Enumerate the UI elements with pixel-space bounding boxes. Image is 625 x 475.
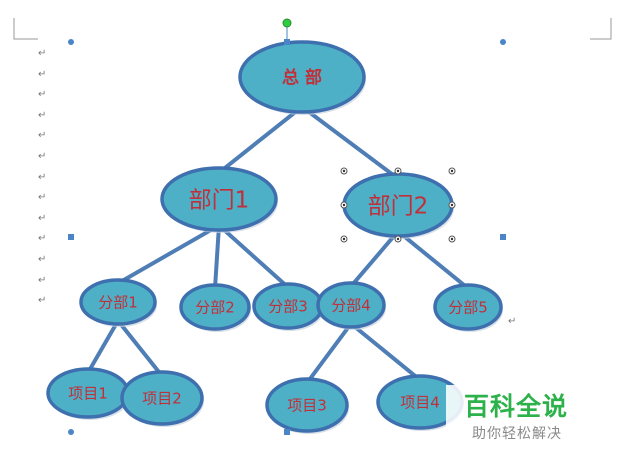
node-xiangmu4[interactable]: 项目4: [376, 374, 464, 431]
paragraph-mark: ↵: [508, 316, 517, 327]
resize-handle-top-left[interactable]: [68, 39, 74, 45]
paragraph-mark: ↵: [38, 295, 47, 307]
node-label: 总 部: [282, 67, 322, 88]
node-label: 分部2: [195, 298, 235, 316]
paragraph-mark: ↵: [38, 212, 47, 224]
selection-handle-dot: [450, 203, 454, 207]
node-label: 项目3: [287, 396, 327, 414]
resize-handle-bottom[interactable]: [284, 429, 290, 435]
edge-bumen1-fenbu3[interactable]: [217, 223, 290, 290]
node-label: 分部4: [331, 296, 371, 314]
watermark-subtitle: 助你轻松解决: [472, 426, 562, 442]
paragraph-mark: ↵: [38, 150, 47, 162]
paragraph-mark: ↵: [38, 192, 47, 204]
node-label: 项目2: [142, 389, 182, 407]
selected-node-handles[interactable]: [340, 167, 456, 243]
node-ellipse[interactable]: [160, 166, 278, 232]
node-label: 项目1: [68, 384, 108, 402]
edge-zongbu-bumen2[interactable]: [300, 104, 400, 181]
node-label: 项目4: [400, 393, 440, 411]
node-zongbu[interactable]: 总 部: [238, 40, 366, 115]
paragraph-mark: ↵: [38, 253, 47, 265]
edge-bumen1-fenbu2[interactable]: [213, 223, 221, 291]
selection-handle-dot: [342, 203, 346, 207]
node-fenbu2[interactable]: 分部2: [179, 283, 251, 332]
node-ellipse[interactable]: [238, 40, 366, 114]
node-fenbu5[interactable]: 分部5: [433, 283, 503, 332]
node-ellipse[interactable]: [433, 283, 503, 331]
paragraph-mark: ↵: [38, 68, 47, 80]
node-xiangmu3[interactable]: 项目3: [265, 377, 349, 434]
node-fenbu1[interactable]: 分部1: [79, 278, 157, 327]
paragraph-mark: ↵: [38, 233, 47, 245]
paragraph-mark: ↵: [38, 130, 47, 142]
edge-fenbu4-xiangmu3[interactable]: [305, 321, 353, 385]
node-xiangmu2[interactable]: 项目2: [120, 370, 204, 427]
selection-handle-dot: [396, 169, 400, 173]
node-label: 分部1: [98, 293, 138, 311]
edge-fenbu4-xiangmu4[interactable]: [349, 321, 422, 382]
edge-fenbu1-xiangmu1[interactable]: [86, 318, 120, 375]
resize-handle-right[interactable]: [500, 234, 506, 240]
node-ellipse[interactable]: [316, 281, 386, 329]
node-fenbu4[interactable]: 分部4: [316, 281, 386, 330]
page-corner-marks: [13, 18, 612, 40]
edge-zongbu-bumen1[interactable]: [217, 104, 304, 175]
edge-bumen1-fenbu1[interactable]: [116, 223, 221, 286]
paragraph-mark: ↵: [38, 89, 47, 101]
paragraph-marks-column: ↵ ↵ ↵ ↵ ↵ ↵ ↵ ↵ ↵ ↵ ↵ ↵ ↵: [38, 44, 50, 312]
selection-handle-dot: [342, 237, 346, 241]
node-label: 分部3: [268, 297, 308, 315]
selection-handle-dot: [342, 169, 346, 173]
selection-handle-dot: [450, 237, 454, 241]
watermark: 百科全说 助你轻松解决: [446, 385, 596, 445]
resize-handle-left[interactable]: [68, 234, 74, 240]
node-label: 部门1: [189, 187, 250, 213]
node-ellipse[interactable]: [79, 278, 157, 326]
node-xiangmu1[interactable]: 项目1: [46, 367, 130, 420]
node-ellipse[interactable]: [265, 377, 349, 433]
node-label: 分部5: [448, 298, 488, 316]
node-bumen1[interactable]: 部门1: [160, 166, 278, 233]
resize-handle-top-right[interactable]: [500, 39, 506, 45]
edge-fenbu1-xiangmu2[interactable]: [116, 318, 164, 378]
edge-bumen2-fenbu4[interactable]: [349, 229, 400, 289]
watermark-title: 百科全说: [464, 392, 569, 421]
node-ellipse[interactable]: [120, 370, 204, 426]
canvas-handles[interactable]: [68, 18, 506, 435]
selection-handle-dot: [396, 237, 400, 241]
node-bumen2[interactable]: 部门2: [342, 172, 454, 239]
selection-handle-dot: [450, 169, 454, 173]
node-ellipse[interactable]: [179, 283, 251, 331]
paragraph-mark: ↵: [38, 109, 47, 121]
connector-lines: [86, 104, 470, 385]
edge-bumen2-fenbu5[interactable]: [396, 229, 470, 291]
paragraph-mark: ↵: [38, 48, 47, 59]
paragraph-mark: ↵: [38, 274, 47, 286]
node-fenbu3[interactable]: 分部3: [252, 282, 324, 331]
rotate-handle[interactable]: [282, 18, 292, 28]
resize-handle-top[interactable]: [284, 39, 290, 45]
resize-handle-bottom-left[interactable]: [68, 429, 74, 435]
paragraph-mark: ↵: [38, 171, 47, 183]
node-label: 部门2: [368, 193, 429, 219]
